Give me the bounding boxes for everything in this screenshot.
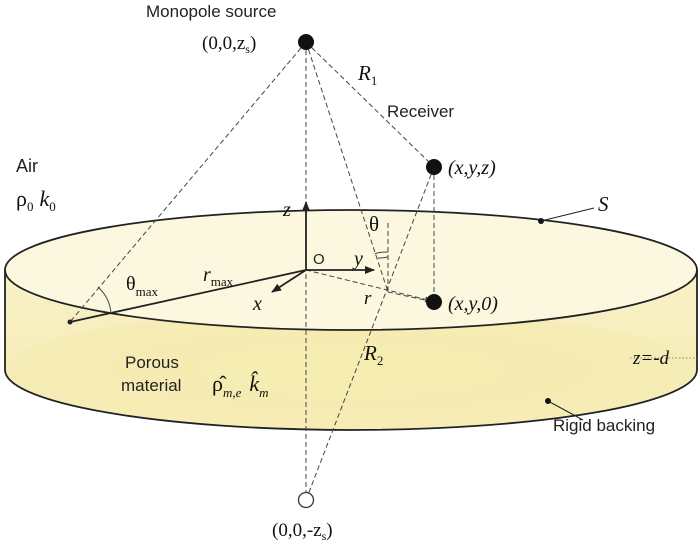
geometry-lines (69, 41, 435, 501)
x-axis-label: x (252, 293, 262, 315)
projection-point (426, 294, 442, 310)
porous-label-line1: Porous (125, 353, 179, 372)
r-label: r (364, 288, 372, 309)
surface-label: S (598, 192, 609, 216)
line-origin-to-projection (305, 269, 433, 303)
origin-label: O (313, 251, 325, 268)
theta-label: θ (369, 212, 379, 236)
layer-side-front (5, 272, 697, 430)
line-source-to-rmax (69, 41, 307, 323)
rigid-backing-label: Rigid backing (553, 416, 655, 435)
line-source-to-reflection (305, 41, 389, 293)
rmax-endpoint (67, 319, 73, 325)
theta-arc-2 (374, 251, 389, 255)
monopole-source-point (298, 34, 314, 50)
axes (271, 201, 375, 293)
source-coordinates: (0,0,zs) (202, 33, 256, 56)
theta-max-label: θmax (126, 273, 158, 299)
receiver-label: Receiver (387, 102, 454, 121)
projection-coordinates: (x,y,0) (448, 293, 498, 315)
receiver-point (426, 159, 442, 175)
x-axis-arrow (271, 269, 307, 293)
line-source-to-receiver (305, 41, 435, 168)
r1-label: R1 (357, 61, 377, 88)
backing-leader (547, 400, 584, 421)
depth-label: z=-d (632, 348, 670, 369)
rmax-label: rmax (203, 264, 234, 289)
r2-label: R2 (363, 341, 383, 368)
porous-layer (4, 209, 698, 431)
image-coordinates: (0,0,-zs) (272, 520, 333, 543)
rmax-line (69, 269, 307, 323)
layer-bottom-edge (4, 369, 698, 431)
y-axis-label: y (352, 248, 363, 270)
surface-leader (540, 207, 595, 222)
theta-max-arc (97, 286, 112, 314)
line-image-to-receiver (305, 166, 435, 501)
z-axis-label: z (282, 199, 291, 221)
source-title: Monopole source (146, 2, 276, 21)
air-label: Air (16, 156, 38, 176)
porous-label-line2: material (121, 376, 181, 395)
theta-arc (377, 256, 389, 259)
image-source-point (297, 491, 315, 509)
receiver-coordinates: (x,y,z) (448, 157, 496, 179)
